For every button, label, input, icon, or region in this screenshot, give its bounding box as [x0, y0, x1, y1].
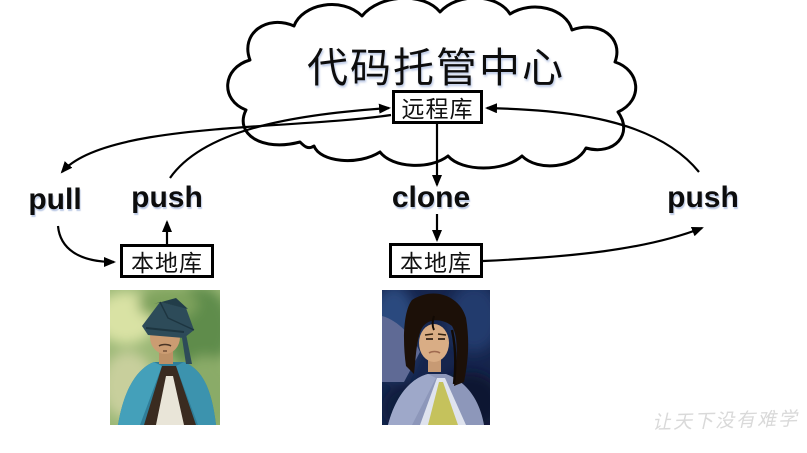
local-repo-box-center: 本地库 [389, 243, 483, 278]
push-label-right: push [667, 181, 739, 214]
watermark-slogan: 让天下没有难学 [651, 408, 800, 434]
local-repo-left-label: 本地库 [131, 251, 203, 276]
clone-label: clone [391, 181, 471, 214]
cloud-title: 代码托管中心 [307, 45, 565, 91]
photo-right-person [382, 290, 490, 425]
pull-arrow-to-local [56, 225, 116, 267]
push-left-arrow-to-remote [169, 103, 391, 179]
local-repo-box-left: 本地库 [120, 244, 214, 278]
photo-left-person [110, 290, 220, 425]
remote-repo-label: 远程库 [401, 97, 474, 122]
pull-arrow-from-remote [60, 113, 392, 174]
remote-repo-box: 远程库 [392, 90, 483, 124]
pull-label: pull [28, 183, 82, 216]
push-right-arrow-to-remote [485, 103, 700, 173]
local-repo-center-label: 本地库 [400, 250, 472, 276]
cloud-shape [226, 0, 638, 170]
push-label-left: push [131, 181, 203, 214]
push-right-arrow-from-local [482, 226, 704, 263]
